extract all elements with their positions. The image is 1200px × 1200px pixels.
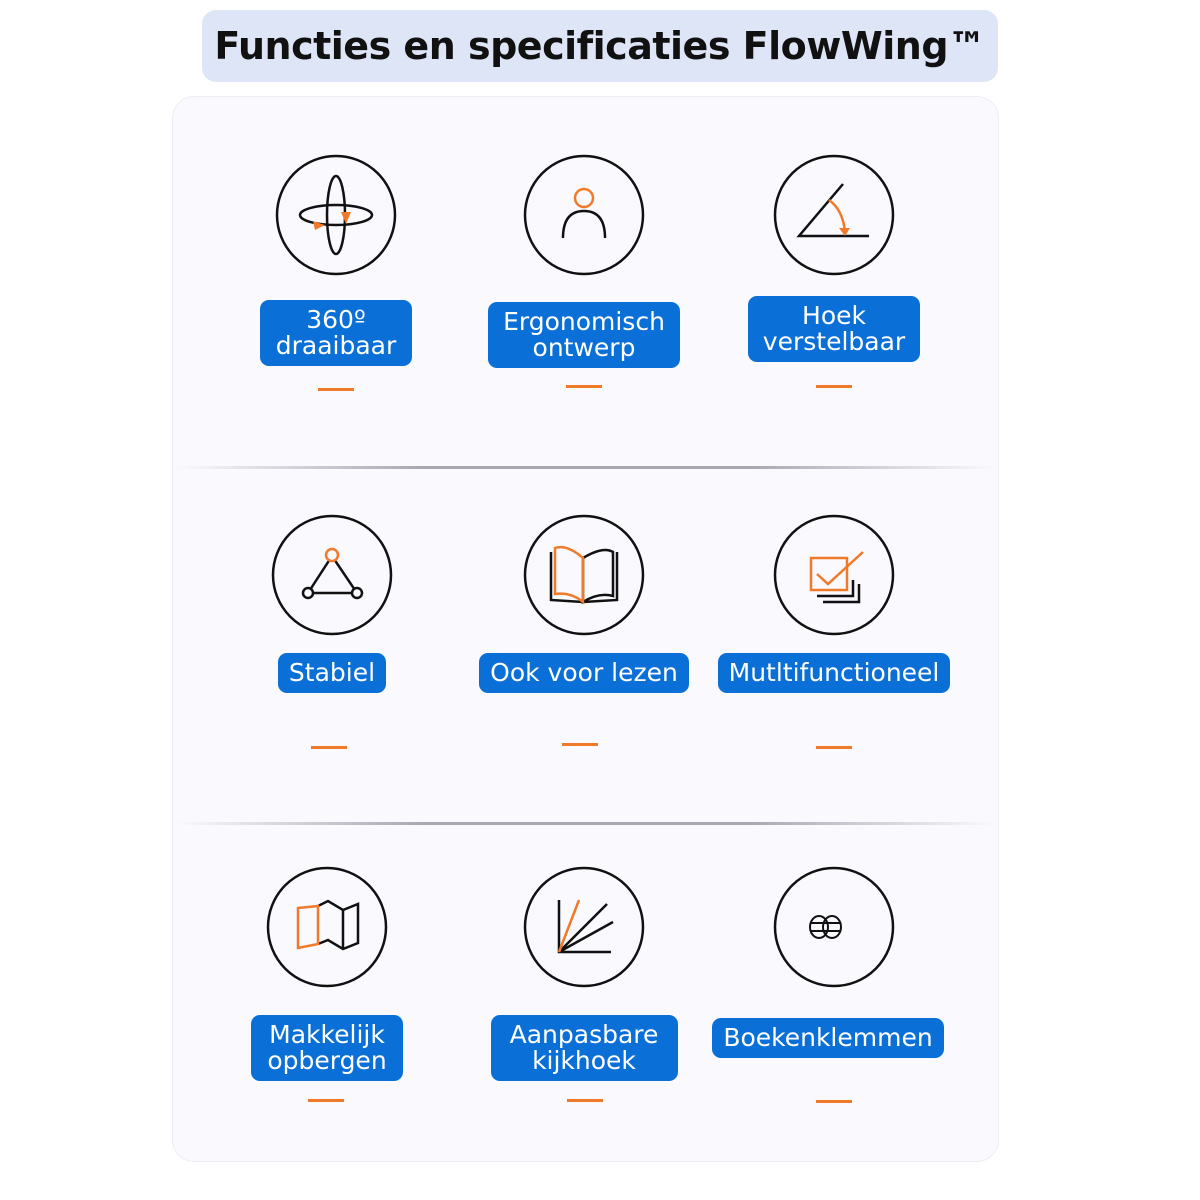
orange-dash — [816, 746, 852, 749]
row-divider — [176, 466, 996, 469]
feature-360-rotate: 360º draaibaar — [206, 154, 466, 366]
multifunction-checkbox-icon — [773, 514, 895, 636]
orange-dash — [308, 1099, 344, 1102]
open-book-icon — [523, 514, 645, 636]
feature-label: Hoek verstelbaar — [748, 296, 920, 362]
feature-label: 360º draaibaar — [260, 300, 412, 366]
feature-easy-storage: Makkelijk opbergen — [197, 866, 457, 1081]
feature-reading: Ook voor lezen — [454, 514, 714, 693]
feature-stable: Stabiel — [202, 514, 462, 693]
feature-label: Ook voor lezen — [479, 653, 689, 693]
feature-label: Stabiel — [277, 653, 387, 693]
rotate-360-icon — [275, 154, 397, 276]
feature-label: Ergonomisch ontwerp — [488, 302, 680, 368]
feature-label: Makkelijk opbergen — [251, 1015, 403, 1081]
feature-angle-adjustable: Hoek verstelbaar — [704, 154, 964, 362]
feature-label: Boekenklemmen — [712, 1018, 944, 1058]
feature-label: Mutltifunctioneel — [717, 653, 951, 693]
book-clips-icon — [773, 866, 895, 988]
orange-dash — [816, 385, 852, 388]
triangle-stable-icon — [271, 514, 393, 636]
orange-dash — [567, 1099, 603, 1102]
feature-label: Aanpasbare kijkhoek — [490, 1015, 678, 1081]
viewing-angle-icon — [523, 866, 645, 988]
page-title: Functies en specificaties FlowWing™ — [202, 10, 998, 82]
feature-multifunctional: Mutltifunctioneel — [704, 514, 964, 693]
orange-dash — [566, 385, 602, 388]
orange-dash — [562, 743, 598, 746]
feature-ergonomic: Ergonomisch ontwerp — [454, 154, 714, 368]
orange-dash — [311, 746, 347, 749]
row-divider — [176, 822, 996, 825]
person-icon — [523, 154, 645, 276]
orange-dash — [318, 388, 354, 391]
angle-icon — [773, 154, 895, 276]
folded-map-icon — [266, 866, 388, 988]
feature-book-clips: Boekenklemmen — [698, 866, 958, 1058]
feature-viewing-angle: Aanpasbare kijkhoek — [454, 866, 714, 1081]
orange-dash — [816, 1100, 852, 1103]
